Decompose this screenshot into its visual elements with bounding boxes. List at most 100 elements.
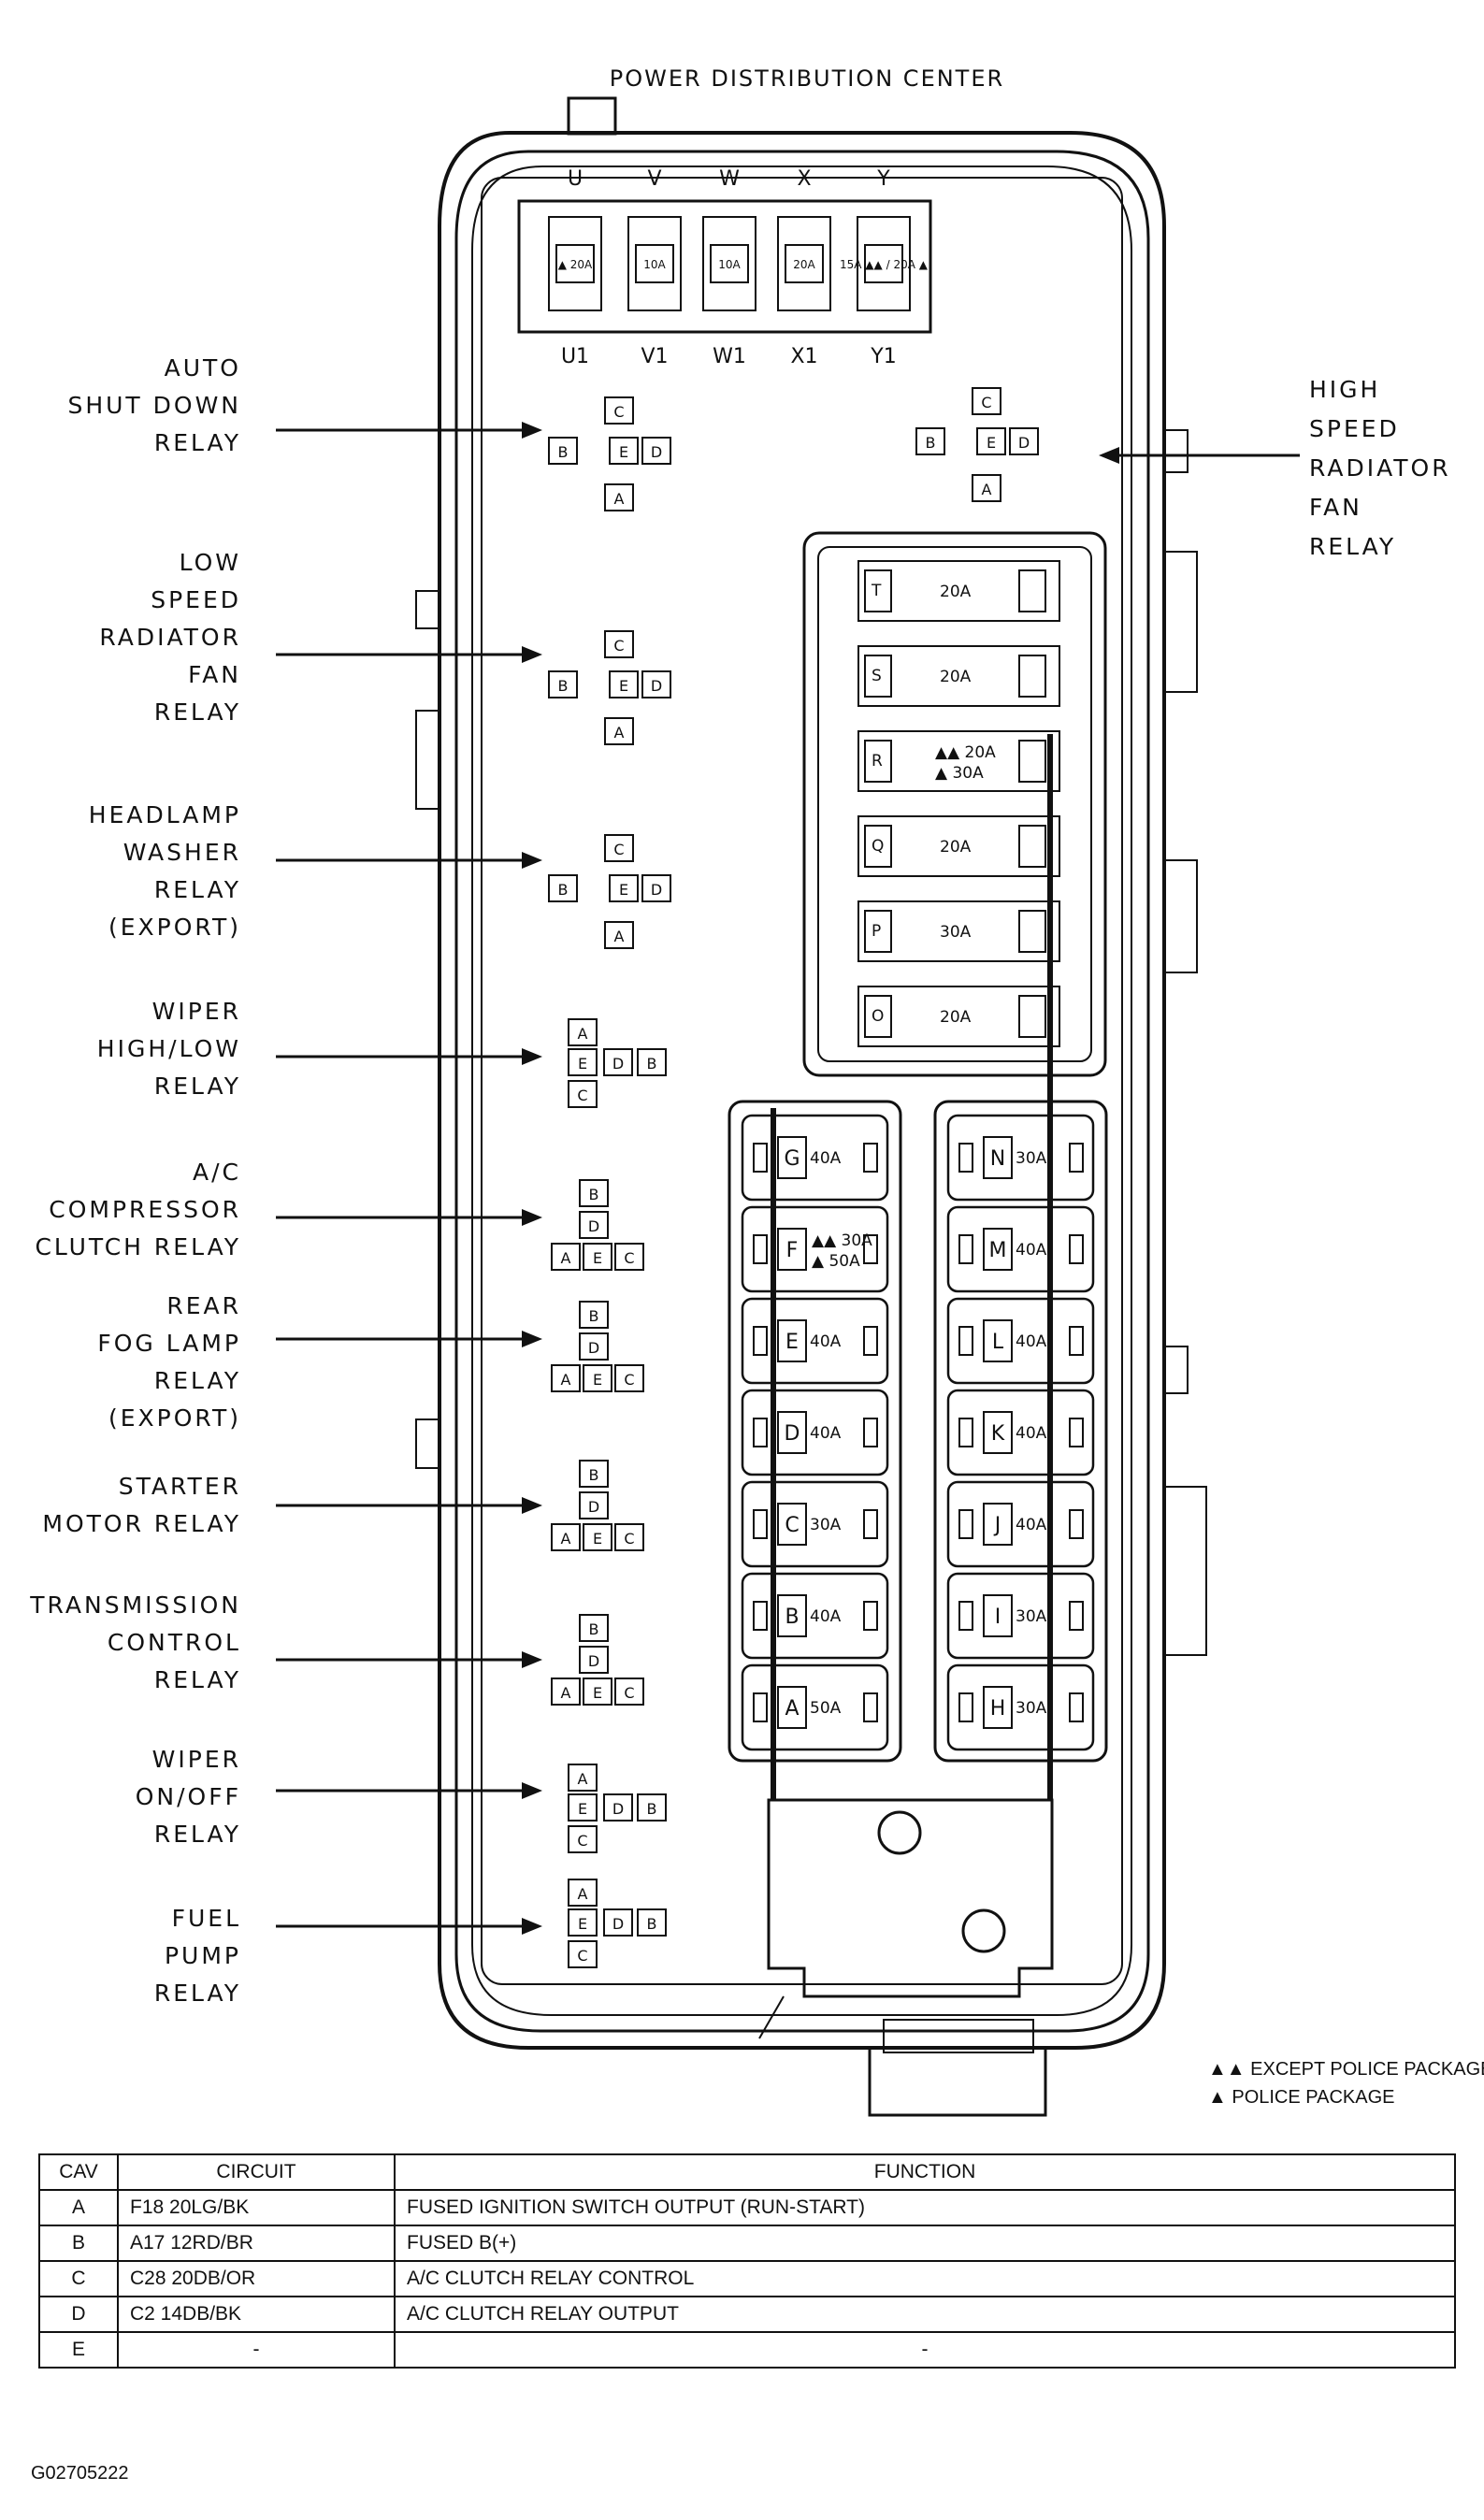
- top-fuse-slot: [627, 216, 682, 311]
- relay-terminal-letter: A: [561, 1249, 571, 1267]
- mini-fuse-rating: 30A: [940, 923, 972, 942]
- relay-terminal-letter: A: [614, 928, 625, 945]
- relay-label-line: TRANSMISSION: [29, 1591, 241, 1619]
- maxi-fuse-slot: [741, 1205, 889, 1293]
- relay-terminal-letter: B: [558, 881, 569, 899]
- maxi-fuse-clip: [958, 1418, 973, 1447]
- maxi-fuse-clip: [1069, 1418, 1084, 1447]
- maxi-fuse-slot: [946, 1480, 1095, 1568]
- bottom-column-label: X1: [790, 345, 817, 368]
- relay-terminal: [603, 1793, 633, 1822]
- bottom-column-label: V1: [641, 345, 668, 368]
- relay-terminal: [604, 921, 634, 949]
- cell-function: -: [394, 2331, 1456, 2369]
- relay-terminal-letter: C: [613, 637, 624, 655]
- relay-terminal: [579, 1614, 609, 1642]
- mini-fuse-terminal: [1018, 655, 1046, 698]
- relay-terminal: [609, 437, 639, 465]
- top-fuse-slot: [548, 216, 602, 311]
- arrow-head: [1099, 447, 1119, 464]
- relay-terminal-letter: B: [647, 1055, 657, 1073]
- maxi-fuse-terminal: [777, 1319, 807, 1362]
- relay-terminal-letter: D: [588, 1498, 599, 1516]
- relay-terminal: [641, 874, 671, 902]
- relay-label-line: RELAY: [154, 1980, 241, 2007]
- relay-terminal: [637, 1908, 667, 1937]
- maxi-fuse-terminal: [983, 1319, 1013, 1362]
- relay-terminal: [568, 1080, 598, 1108]
- maxi-fuse-rating: 40A: [1016, 1241, 1047, 1260]
- maxi-fuse-clip: [863, 1418, 878, 1447]
- relay-label-line: RELAY: [154, 429, 241, 456]
- relay-terminal: [579, 1301, 609, 1329]
- maxi-fuse-cavity: E: [785, 1331, 799, 1354]
- relay-label-line: FUEL: [172, 1905, 241, 1932]
- relay-terminal: [568, 1825, 598, 1853]
- relay-terminal-letter: C: [624, 1530, 634, 1548]
- relay-terminal: [641, 670, 671, 698]
- relay-label-line: HEADLAMP: [89, 801, 241, 828]
- relay-terminal-letter: E: [987, 434, 996, 452]
- maxi-fuse-slot: [946, 1205, 1095, 1293]
- maxi-fuse-clip: [1069, 1692, 1084, 1722]
- relay-terminal: [604, 483, 634, 511]
- relay-terminal-letter: E: [593, 1371, 602, 1389]
- relay-terminal: [603, 1048, 633, 1076]
- maxi-fuse-slot: [741, 1663, 889, 1751]
- relay-terminal-letter: B: [589, 1620, 599, 1638]
- maxi-fuse-clip: [863, 1601, 878, 1631]
- table-row: A F18 20LG/BK FUSED IGNITION SWITCH OUTP…: [38, 2189, 1456, 2226]
- mini-fuse-cavity: P: [872, 922, 881, 941]
- mini-fuse-slot: [857, 645, 1060, 707]
- relay-terminal-letter: E: [578, 1800, 587, 1818]
- top-fuse: [710, 244, 749, 283]
- maxi-fuse-slot: [946, 1297, 1095, 1385]
- maxi-fuse-clip: [958, 1692, 973, 1722]
- relay-label-line: HIGH: [1309, 376, 1380, 403]
- relay-terminal: [604, 630, 634, 658]
- maxi-fuse-clip: [753, 1418, 768, 1447]
- cavity-circuit-table: CAV CIRCUIT FUNCTION A F18 20LG/BK FUSED…: [38, 2153, 1456, 2369]
- maxi-fuse-rating: 40A: [1016, 1424, 1047, 1443]
- maxi-fuse-clip: [753, 1509, 768, 1539]
- relay-terminal-letter: C: [577, 1087, 587, 1104]
- relay-label-line: COMPRESSOR: [49, 1196, 241, 1223]
- relay-terminal-letter: A: [578, 1025, 588, 1043]
- relay-terminal-letter: D: [588, 1652, 599, 1670]
- relay-terminal: [551, 1523, 581, 1551]
- relay-label-line: (EXPORT): [108, 1404, 241, 1432]
- maxi-fuse-rating: 40A: [810, 1424, 842, 1443]
- top-column-label: X: [797, 167, 811, 191]
- maxi-fuse-clip: [958, 1601, 973, 1631]
- maxi-fuse-rating: ▲ 50A: [812, 1252, 860, 1271]
- arrow-head: [522, 1497, 542, 1514]
- relay-label-line: FAN: [188, 661, 241, 688]
- mini-fuse: R▲▲ 20A▲ 30A: [857, 730, 1060, 792]
- relay-label-line: SPEED: [1309, 415, 1400, 442]
- top-fuse-frame: [517, 199, 932, 334]
- relay-label-line: LOW: [180, 549, 241, 576]
- relay-label-line: SHUT DOWN: [67, 392, 241, 419]
- arrow-head: [522, 852, 542, 869]
- relay-terminal: [579, 1179, 609, 1207]
- relay-label-line: HIGH/LOW: [97, 1035, 241, 1062]
- relay-terminal: [583, 1523, 612, 1551]
- relay-terminal: [568, 1048, 598, 1076]
- top-fuse: [635, 244, 674, 283]
- relay-terminal: [583, 1243, 612, 1271]
- table-row: B A17 12RD/BR FUSED B(+): [38, 2225, 1456, 2262]
